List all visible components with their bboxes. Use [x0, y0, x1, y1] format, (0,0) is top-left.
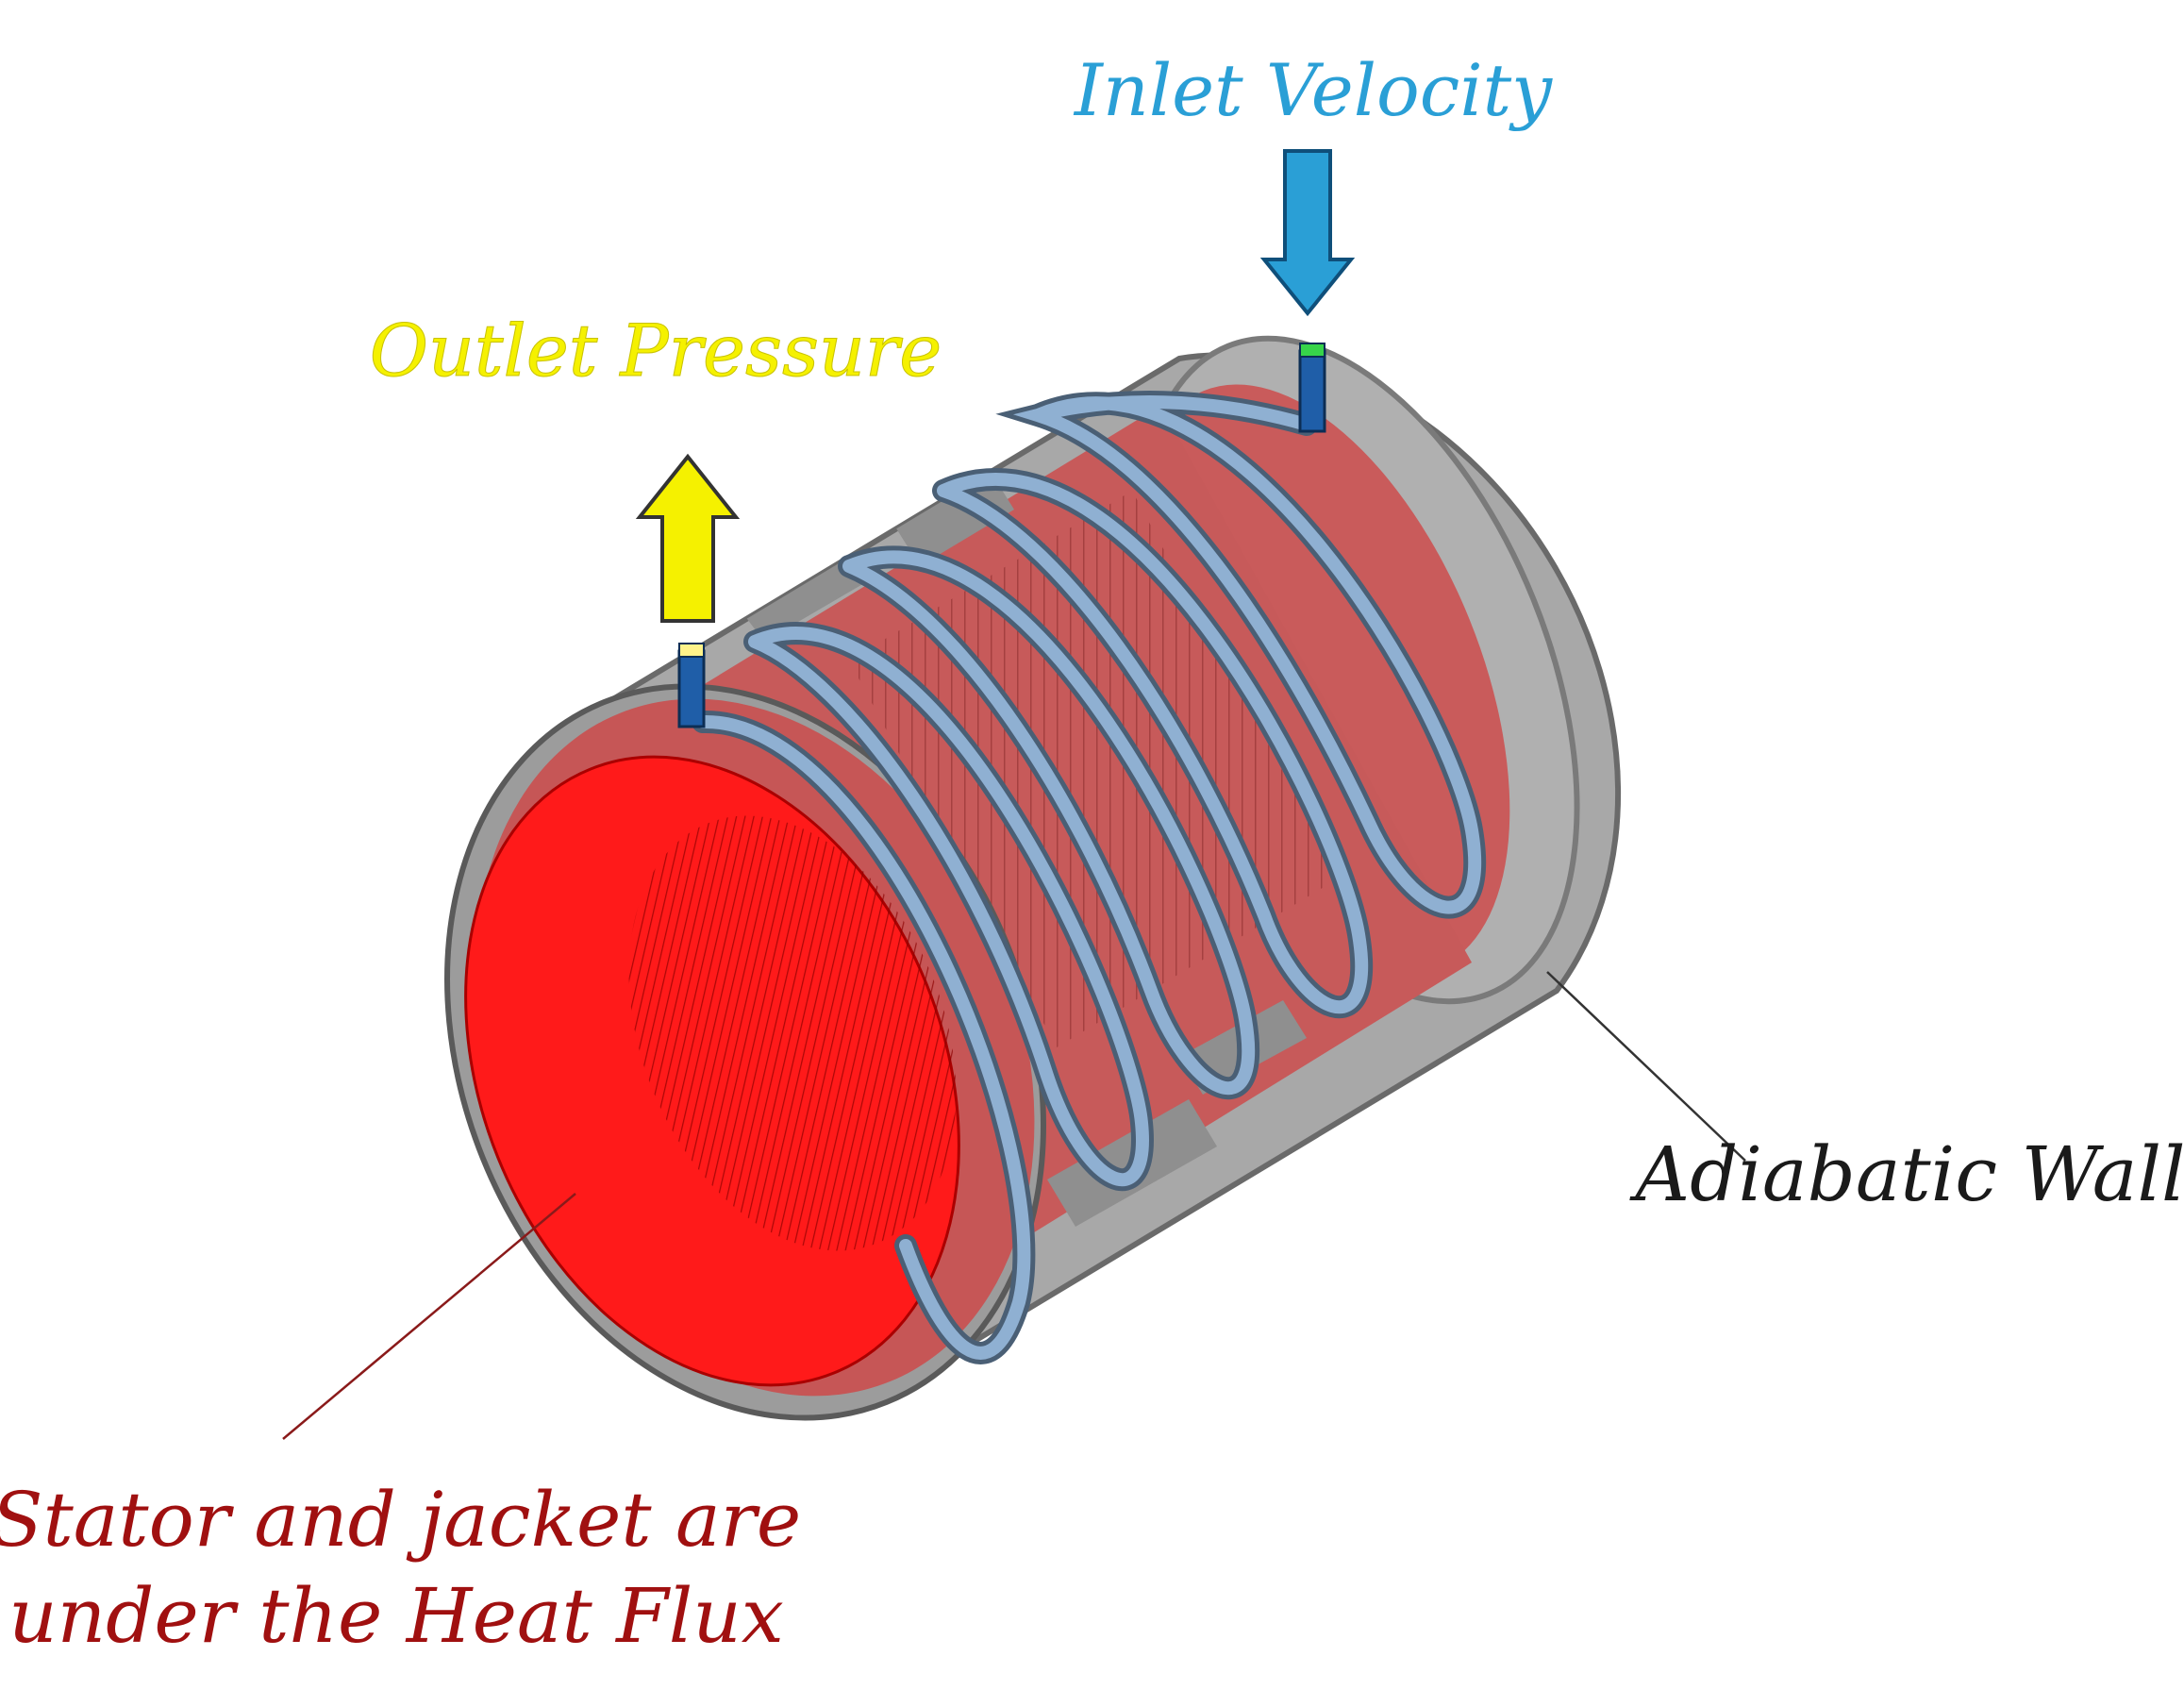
stator-bore: [628, 815, 957, 1251]
heat-flux-label-line-1: Stator and jacket are: [0, 1476, 801, 1564]
casing-gap-3: [896, 472, 1014, 566]
outlet-pressure-label: Outlet Pressure: [370, 309, 942, 393]
coil-turn-2: [748, 627, 1149, 1187]
outlet-port: [677, 643, 706, 728]
coil-turn-4: [937, 473, 1369, 1014]
coil-turn-1: [696, 714, 1031, 1360]
inlet-pipe: [1298, 349, 1326, 433]
coil-turn-3: [842, 550, 1256, 1096]
arrow-up-icon: [635, 453, 741, 623]
inlet-velocity-label: Inlet Velocity: [1073, 48, 1553, 132]
inlet-port: [1298, 343, 1326, 433]
inlet-cap: [1299, 343, 1325, 358]
coolant-coil: [692, 391, 1487, 1364]
outlet-cap: [678, 643, 705, 658]
heat-leader-line: [282, 1193, 576, 1440]
heat-flux-label-line-2: under the Heat Flux: [8, 1572, 784, 1660]
adiabatic-wall-label: Adiabatic Wall: [1628, 1130, 2184, 1218]
arrow-down-icon: [1259, 149, 1356, 317]
outlet-pipe: [677, 649, 706, 728]
wall-leader-line: [1546, 971, 1746, 1162]
coil-turn-5: [1012, 395, 1482, 914]
